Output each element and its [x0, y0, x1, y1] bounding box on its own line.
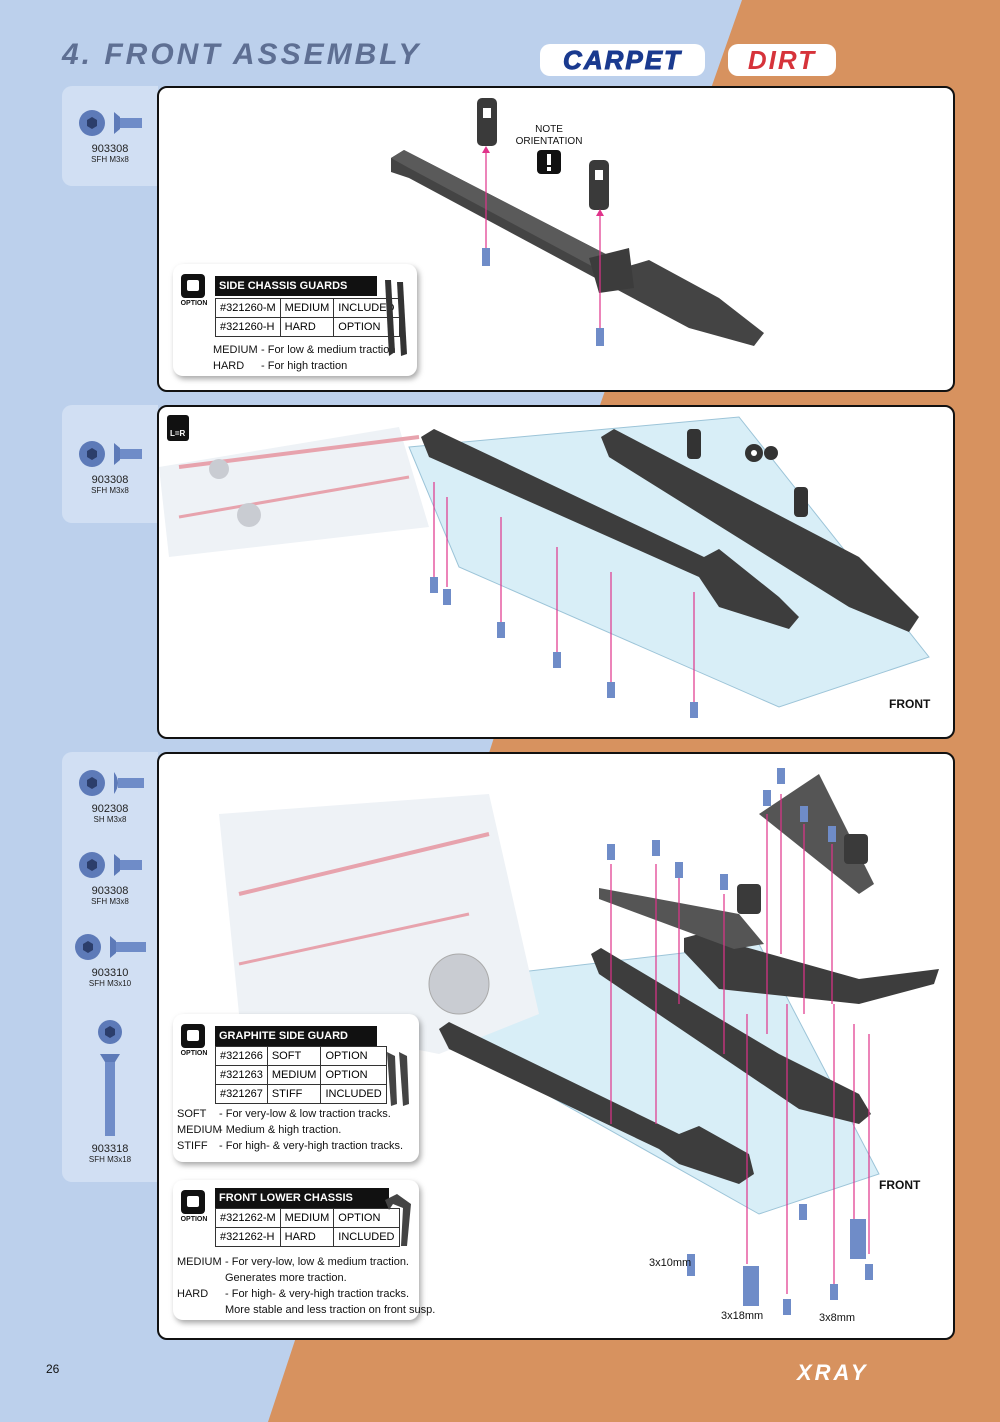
lr-label: L=R: [170, 429, 186, 438]
screw-sh-icon: [79, 770, 144, 796]
option-notes: SOFT- For very-low & low traction tracks…: [177, 1108, 404, 1152]
chassis-assembly-illustration: [159, 415, 930, 718]
screw-long-sfh-icon: [98, 1020, 122, 1136]
part-903318: 903318 SFH M3x18: [62, 1018, 158, 1164]
lr-symbol-icon: [167, 415, 189, 441]
thumbs-up-icon: [181, 274, 205, 298]
option-notes: MEDIUM- For very-low, low & medium tract…: [177, 1256, 436, 1316]
option-label: OPTION: [180, 1216, 208, 1223]
option-notes: MEDIUM- For low & medium traction HARD- …: [213, 344, 396, 372]
step2-panel: L=R FRONT: [157, 405, 955, 739]
part-903308: 903308 SFH M3x8: [62, 850, 158, 906]
part-spec: SFH M3x8: [91, 486, 129, 495]
screw-sfh-icon: [79, 110, 142, 136]
part-number: 903318: [91, 1143, 129, 1155]
brand-logo: XRAY: [797, 1360, 869, 1385]
part-spec: SFH M3x8: [91, 897, 129, 906]
front-brace-assembly-illustration: [219, 768, 939, 1315]
size-label-3x10: 3x10mm: [649, 1257, 692, 1269]
part-number: 903308: [91, 885, 129, 897]
thumbs-up-icon: [181, 1024, 205, 1048]
part-number: 903308: [91, 143, 129, 155]
chassis-guard-thumbnail: [385, 280, 407, 356]
part-number: 903308: [91, 474, 129, 486]
part-number: 903310: [91, 967, 129, 979]
page-title: 4. FRONT ASSEMBLY: [62, 38, 422, 71]
parts-column-step2: 903308 SFH M3x8: [62, 405, 158, 523]
front-label: FRONT: [889, 697, 931, 711]
screw-sfh-icon: [79, 852, 142, 878]
dirt-badge: DIRT: [728, 44, 836, 76]
part-903310: 903310 SFH M3x10: [62, 932, 158, 988]
graphite-brace-thumbnail: [387, 1052, 409, 1106]
option-label: OPTION: [180, 300, 208, 307]
option-title: FRONT LOWER CHASSIS BRACE: [215, 1188, 389, 1220]
part-spec: SH M3x8: [93, 815, 127, 824]
part-903308: 903308 SFH M3x8: [62, 439, 158, 495]
option-title: SIDE CHASSIS GUARDS: [215, 276, 377, 296]
size-label-3x18: 3x18mm: [721, 1310, 764, 1322]
option-box-graphite-side-guard-brace: OPTION GRAPHITE SIDE GUARD BRACE #321266…: [173, 1014, 419, 1162]
size-label-3x8: 3x8mm: [819, 1312, 856, 1324]
page-number: 26: [46, 1362, 60, 1376]
part-902308: 902308 SH M3x8: [62, 768, 158, 824]
part-spec: SFH M3x10: [88, 979, 132, 988]
screw-sfh-icon: [75, 934, 146, 960]
thumbs-up-icon: [181, 1190, 205, 1214]
option-title: GRAPHITE SIDE GUARD BRACE: [215, 1026, 377, 1058]
parts-column-step1: 903308 SFH M3x8: [62, 86, 158, 186]
lower-brace-thumbnail: [385, 1194, 411, 1246]
option-label: OPTION: [180, 1050, 208, 1057]
carpet-badge: CARPET: [540, 44, 705, 76]
part-spec: SFH M3x8: [91, 155, 129, 164]
parts-column-step3: 902308 SH M3x8 903308 SFH M3x8 903310 SF…: [62, 752, 158, 1182]
side-chassis-guard-illustration: [391, 98, 764, 346]
step3-panel: FRONT 3x10mm 3x18mm 3x8mm OPTION GRAPHIT…: [157, 752, 955, 1340]
glue-gear-icon: [745, 444, 778, 462]
part-number: 902308: [91, 803, 129, 815]
screw-sfh-icon: [79, 441, 142, 467]
option-box-front-lower-chassis-brace: OPTION FRONT LOWER CHASSIS BRACE #321262…: [173, 1180, 435, 1320]
front-label: FRONT: [879, 1178, 921, 1192]
part-903308: 903308 SFH M3x8: [62, 108, 158, 164]
part-spec: SFH M3x18: [88, 1155, 132, 1164]
